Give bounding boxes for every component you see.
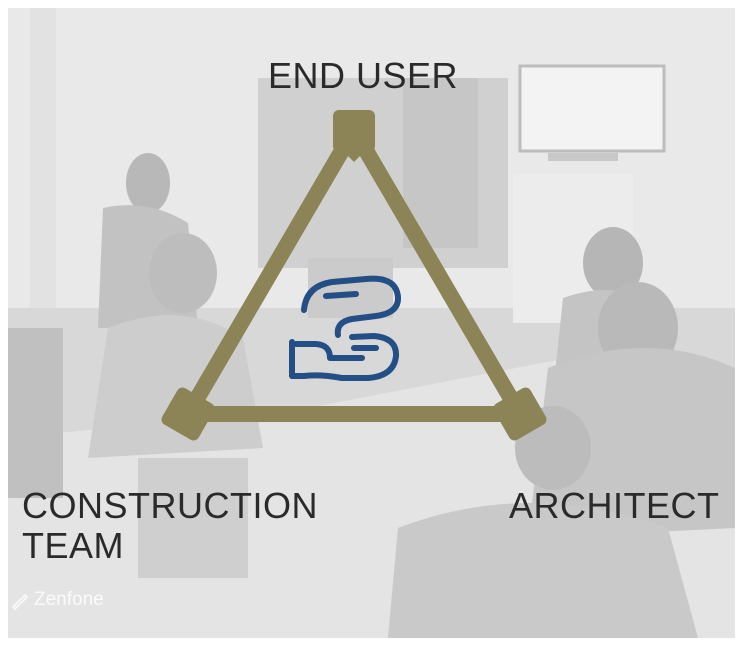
hands-exchange-icon [289, 275, 402, 381]
vertex-marker-bottom-right [493, 387, 547, 441]
construction-team-label: CONSTRUCTION TEAM [22, 485, 318, 566]
camera-watermark: Zenfone [10, 588, 104, 612]
pen-nib-icon [11, 593, 29, 610]
vertex-marker-top [333, 110, 375, 162]
end-user-label: END USER [268, 55, 459, 96]
vertex-marker-bottom-left [161, 387, 215, 441]
watermark-text: Zenfone [34, 589, 104, 610]
triangle-outline [174, 114, 534, 422]
architect-label: ARCHITECT [509, 485, 720, 526]
